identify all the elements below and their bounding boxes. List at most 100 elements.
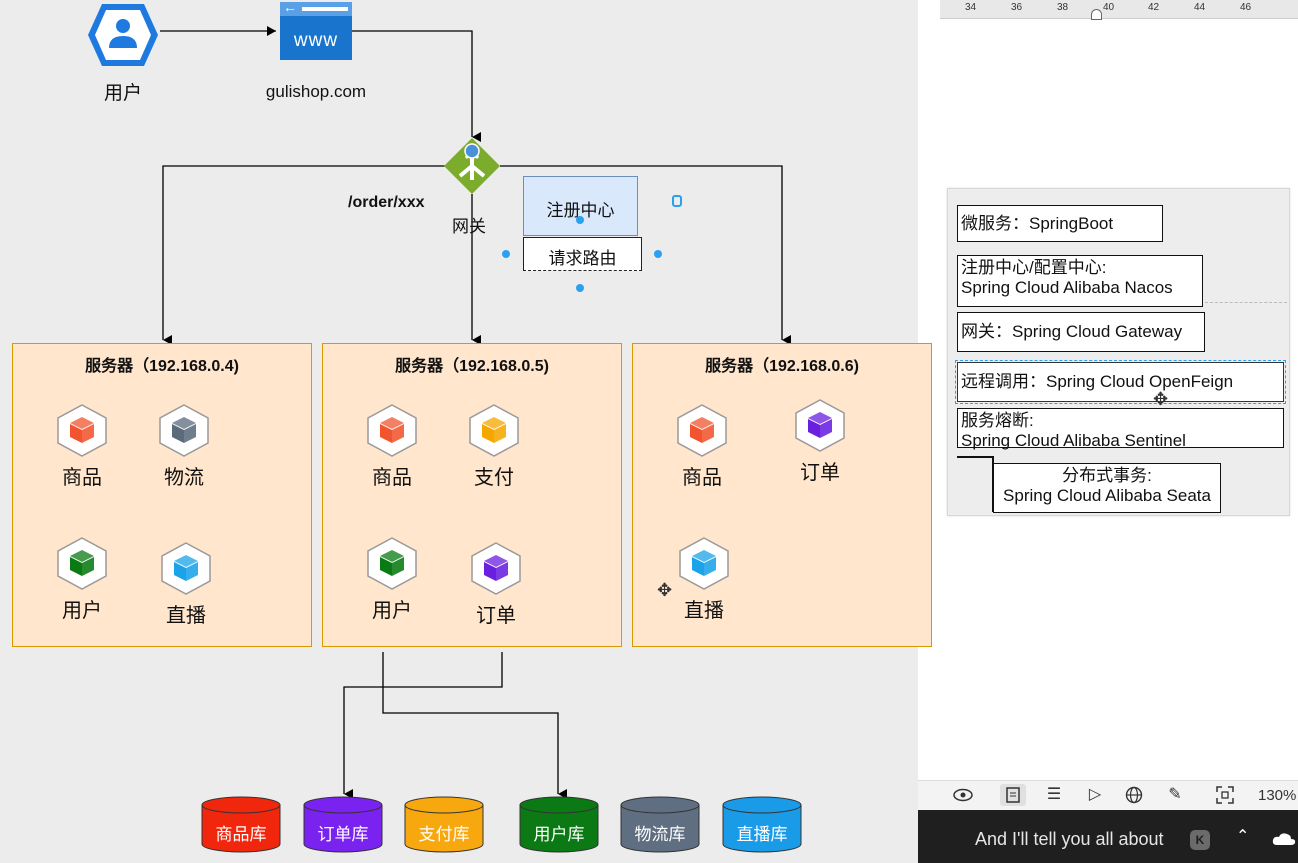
- chevron-up-icon[interactable]: ⌃: [1236, 828, 1250, 845]
- service-node[interactable]: 直播: [678, 536, 730, 622]
- database-cylinder[interactable]: 商品库: [201, 796, 281, 854]
- service-node[interactable]: 订单: [470, 541, 522, 627]
- service-label: 直播: [166, 605, 206, 627]
- request-route-box[interactable]: 请求路由: [523, 237, 642, 271]
- service-node[interactable]: 用户: [56, 536, 108, 622]
- service-node[interactable]: 直播: [160, 541, 212, 627]
- fit-screen-icon[interactable]: [1212, 784, 1238, 806]
- ruler-tick: 36: [1011, 2, 1023, 13]
- server-box[interactable]: 服务器（192.168.0.6): [632, 343, 932, 647]
- service-node[interactable]: 商品: [366, 403, 418, 489]
- service-node[interactable]: 商品: [56, 403, 108, 489]
- rotate-handle-icon[interactable]: [672, 195, 682, 207]
- note-transaction[interactable]: 分布式事务: Spring Cloud Alibaba Seata: [993, 463, 1221, 513]
- website-icon: ← www: [280, 0, 352, 60]
- note-line: 分布式事务:: [1062, 466, 1152, 485]
- registry-center-box[interactable]: 注册中心: [523, 176, 638, 236]
- note-breaker[interactable]: 服务熔断: Spring Cloud Alibaba Sentinel: [957, 408, 1284, 450]
- service-node[interactable]: 用户: [366, 536, 418, 622]
- database-label: 用户库: [533, 825, 585, 844]
- cube-icon: [57, 404, 107, 457]
- www-label: www: [293, 30, 339, 51]
- ruler-tick: 42: [1148, 2, 1160, 13]
- gateway-to-server1-arrow: [162, 165, 445, 345]
- ruler-tick: 44: [1194, 2, 1206, 13]
- ruler-indent-marker[interactable]: [1091, 9, 1102, 20]
- outline-icon[interactable]: ☰: [1046, 786, 1062, 803]
- note-line: Spring Cloud Alibaba Sentinel: [961, 431, 1186, 450]
- note-rpc[interactable]: 远程调用：Spring Cloud OpenFeign: [957, 362, 1284, 402]
- service-node[interactable]: 物流: [158, 403, 210, 489]
- service-label: 商品: [62, 467, 102, 489]
- keyboard-badge-icon[interactable]: K: [1190, 830, 1210, 850]
- caption-text: And I'll tell you all about: [975, 829, 1164, 849]
- cube-icon: [367, 537, 417, 590]
- globe-icon[interactable]: [1121, 784, 1147, 806]
- site-label: gulishop.com: [265, 82, 367, 101]
- database-cylinder[interactable]: 直播库: [722, 796, 802, 854]
- zoom-level[interactable]: 130%: [1258, 787, 1297, 804]
- page-view-icon[interactable]: [1000, 784, 1026, 806]
- taskbar: [918, 810, 1298, 863]
- database-label: 物流库: [634, 825, 686, 844]
- gateway-to-server3-arrow: [500, 165, 791, 345]
- note-gateway[interactable]: 网关：Spring Cloud Gateway: [957, 312, 1205, 352]
- cube-icon: [471, 542, 521, 595]
- cube-icon: [161, 542, 211, 595]
- server-title: 服务器（192.168.0.5): [395, 358, 549, 375]
- eye-icon[interactable]: [950, 784, 976, 806]
- connector-lines: [160, 26, 791, 799]
- database-label: 订单库: [317, 825, 369, 844]
- database-icon: [519, 796, 599, 853]
- to-user-db-arrow: [382, 652, 567, 799]
- registry-label: 注册中心: [546, 201, 615, 220]
- ruler-tick: 34: [965, 2, 977, 13]
- server-box[interactable]: 服务器（192.168.0.4): [12, 343, 312, 647]
- play-icon[interactable]: ▷: [1088, 786, 1102, 803]
- back-arrow-icon: ←: [283, 0, 297, 15]
- user-label: 用户: [103, 83, 142, 104]
- cube-icon: [367, 404, 417, 457]
- selection-handle[interactable]: [654, 250, 662, 258]
- note-microservice[interactable]: 微服务：SpringBoot: [957, 205, 1163, 242]
- note-line: 服务熔断:: [961, 411, 1034, 430]
- database-label: 支付库: [418, 825, 470, 844]
- to-order-db-arrow: [343, 652, 503, 799]
- note-connector: [957, 456, 993, 458]
- service-node[interactable]: 商品: [676, 403, 728, 489]
- server-title: 服务器（192.168.0.4): [85, 358, 239, 375]
- server-title: 服务器（192.168.0.6): [705, 358, 859, 375]
- database-cylinder[interactable]: 订单库: [303, 796, 383, 854]
- cube-icon: [679, 537, 729, 590]
- gateway-icon: [444, 138, 500, 194]
- service-node[interactable]: 支付: [468, 403, 520, 489]
- pen-icon[interactable]: ✎: [1168, 786, 1182, 803]
- selection-handle[interactable]: [576, 284, 584, 292]
- selection-handle[interactable]: [502, 250, 510, 258]
- service-label: 用户: [62, 600, 102, 622]
- database-icon: [620, 796, 700, 853]
- note-line: Spring Cloud Alibaba Nacos: [961, 278, 1173, 297]
- service-label: 商品: [682, 467, 722, 489]
- database-cylinder[interactable]: 用户库: [519, 796, 599, 854]
- database-cylinder[interactable]: 物流库: [620, 796, 700, 854]
- cloud-icon[interactable]: [1272, 832, 1296, 846]
- service-label: 订单: [800, 462, 840, 484]
- service-node[interactable]: 订单: [794, 398, 846, 484]
- service-label: 支付: [474, 467, 514, 489]
- database-icon: [404, 796, 484, 853]
- note-registry[interactable]: 注册中心/配置中心: Spring Cloud Alibaba Nacos: [957, 255, 1203, 307]
- cube-icon: [677, 404, 727, 457]
- server-box[interactable]: 服务器（192.168.0.5): [322, 343, 622, 647]
- service-label: 用户: [372, 600, 412, 622]
- site-to-gateway-arrow: [352, 30, 481, 142]
- cube-icon: [795, 399, 845, 452]
- note-line: Spring Cloud Alibaba Seata: [1003, 486, 1211, 505]
- bottom-toolbar: [918, 780, 1298, 811]
- selection-handle[interactable]: [576, 216, 584, 224]
- database-icon: [201, 796, 281, 853]
- service-label: 订单: [476, 605, 516, 627]
- database-cylinder[interactable]: 支付库: [404, 796, 484, 854]
- database-icon: [303, 796, 383, 853]
- ruler: 34 36 38 40 42 44 46: [940, 0, 1298, 19]
